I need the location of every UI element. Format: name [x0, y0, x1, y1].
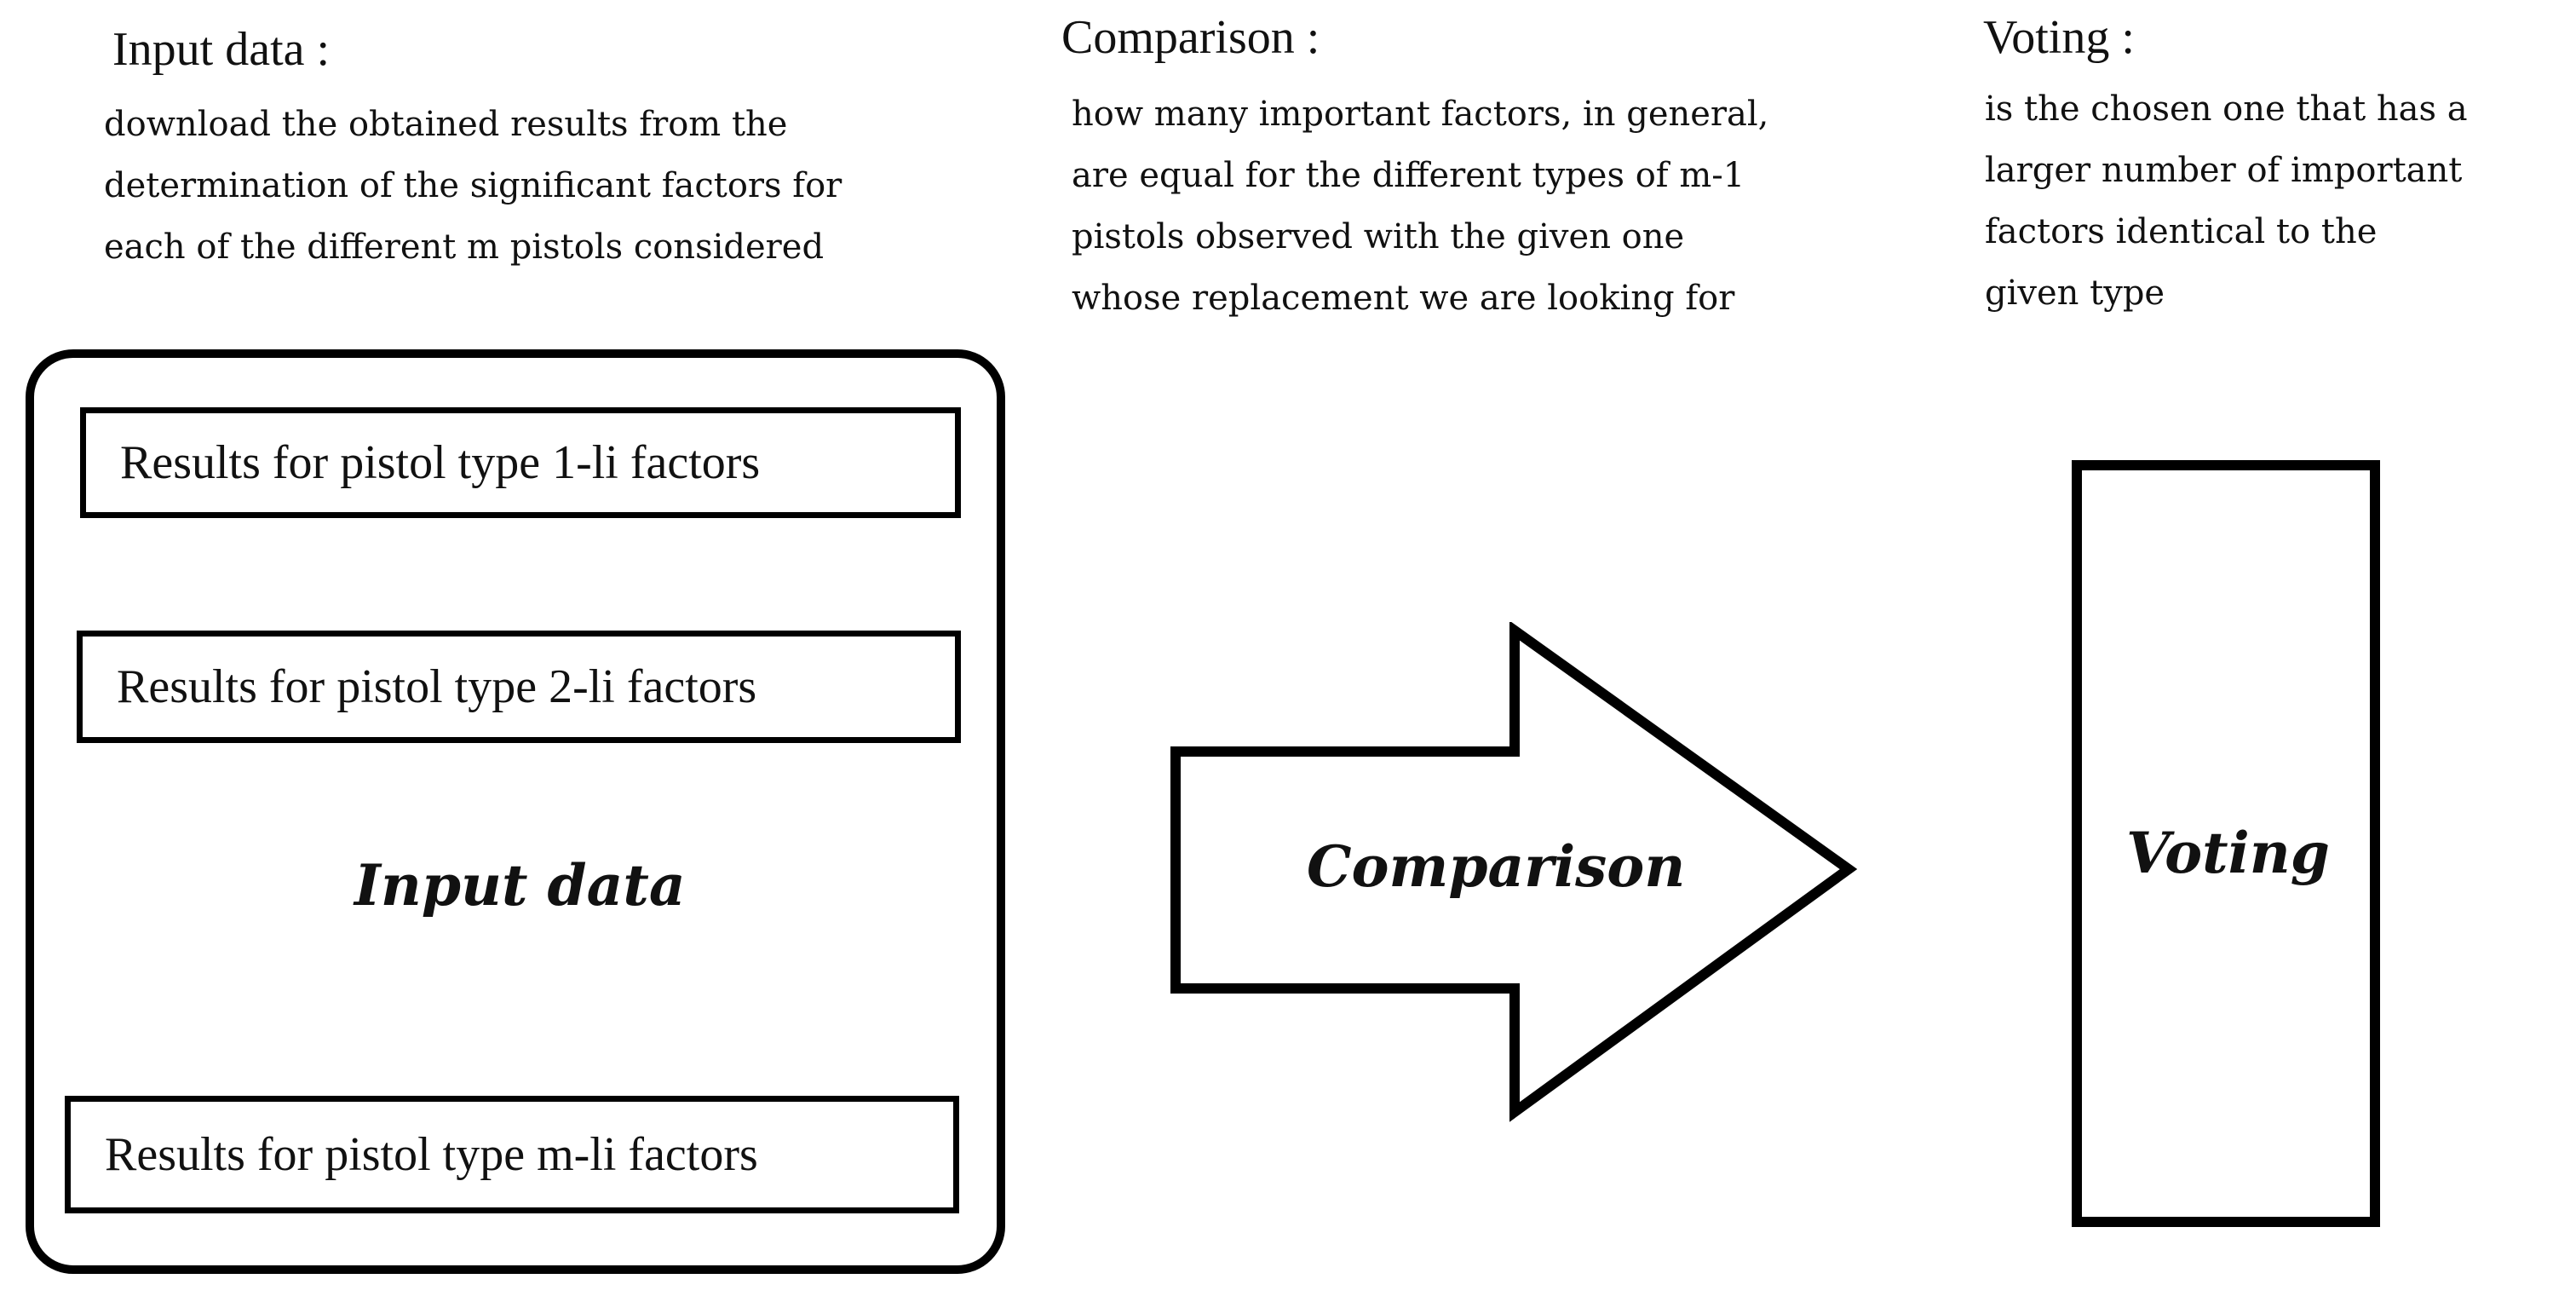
input-data-label: Input data — [354, 852, 686, 919]
input-description: download the obtained results from the d… — [104, 94, 842, 278]
input-description-line: each of the different m pistols consider… — [104, 228, 825, 267]
input-description-line: determination of the significant factors… — [104, 166, 842, 205]
result-box-type-m: Results for pistol type m-li factors — [65, 1096, 959, 1213]
voting-description-line: larger number of important — [1985, 151, 2463, 190]
result-box-type-1: Results for pistol type 1-li factors — [80, 407, 961, 518]
comparison-arrow — [1170, 622, 1858, 1122]
result-box-type-2: Results for pistol type 2-li factors — [77, 631, 961, 743]
voting-description: is the chosen one that has a larger numb… — [1985, 78, 2468, 324]
input-heading: Input data : — [112, 23, 331, 76]
voting-label: Voting — [2126, 820, 2330, 886]
input-data-container — [26, 349, 1005, 1274]
voting-heading: Voting : — [1983, 11, 2135, 64]
comparison-description: how many important factors, in general, … — [1072, 84, 1768, 329]
input-description-line: download the obtained results from the — [104, 105, 788, 144]
comparison-description-line: how many important factors, in general, — [1072, 95, 1769, 134]
voting-description-line: is the chosen one that has a — [1985, 89, 2468, 129]
comparison-arrow-shape — [1170, 622, 1858, 1122]
voting-description-line: given type — [1985, 274, 2165, 313]
comparison-description-line: whose replacement we are looking for — [1072, 279, 1735, 318]
comparison-description-line: pistols observed with the given one — [1072, 217, 1685, 256]
voting-description-line: factors identical to the — [1985, 212, 2378, 251]
comparison-description-line: are equal for the different types of m-1 — [1072, 156, 1745, 195]
voting-box — [2072, 460, 2380, 1227]
comparison-heading: Comparison : — [1061, 11, 1320, 64]
result-box-label: Results for pistol type m-li factors — [105, 1128, 758, 1181]
comparison-label: Comparison — [1307, 833, 1686, 900]
result-box-label: Results for pistol type 2-li factors — [117, 660, 757, 713]
result-box-label: Results for pistol type 1-li factors — [120, 436, 761, 489]
